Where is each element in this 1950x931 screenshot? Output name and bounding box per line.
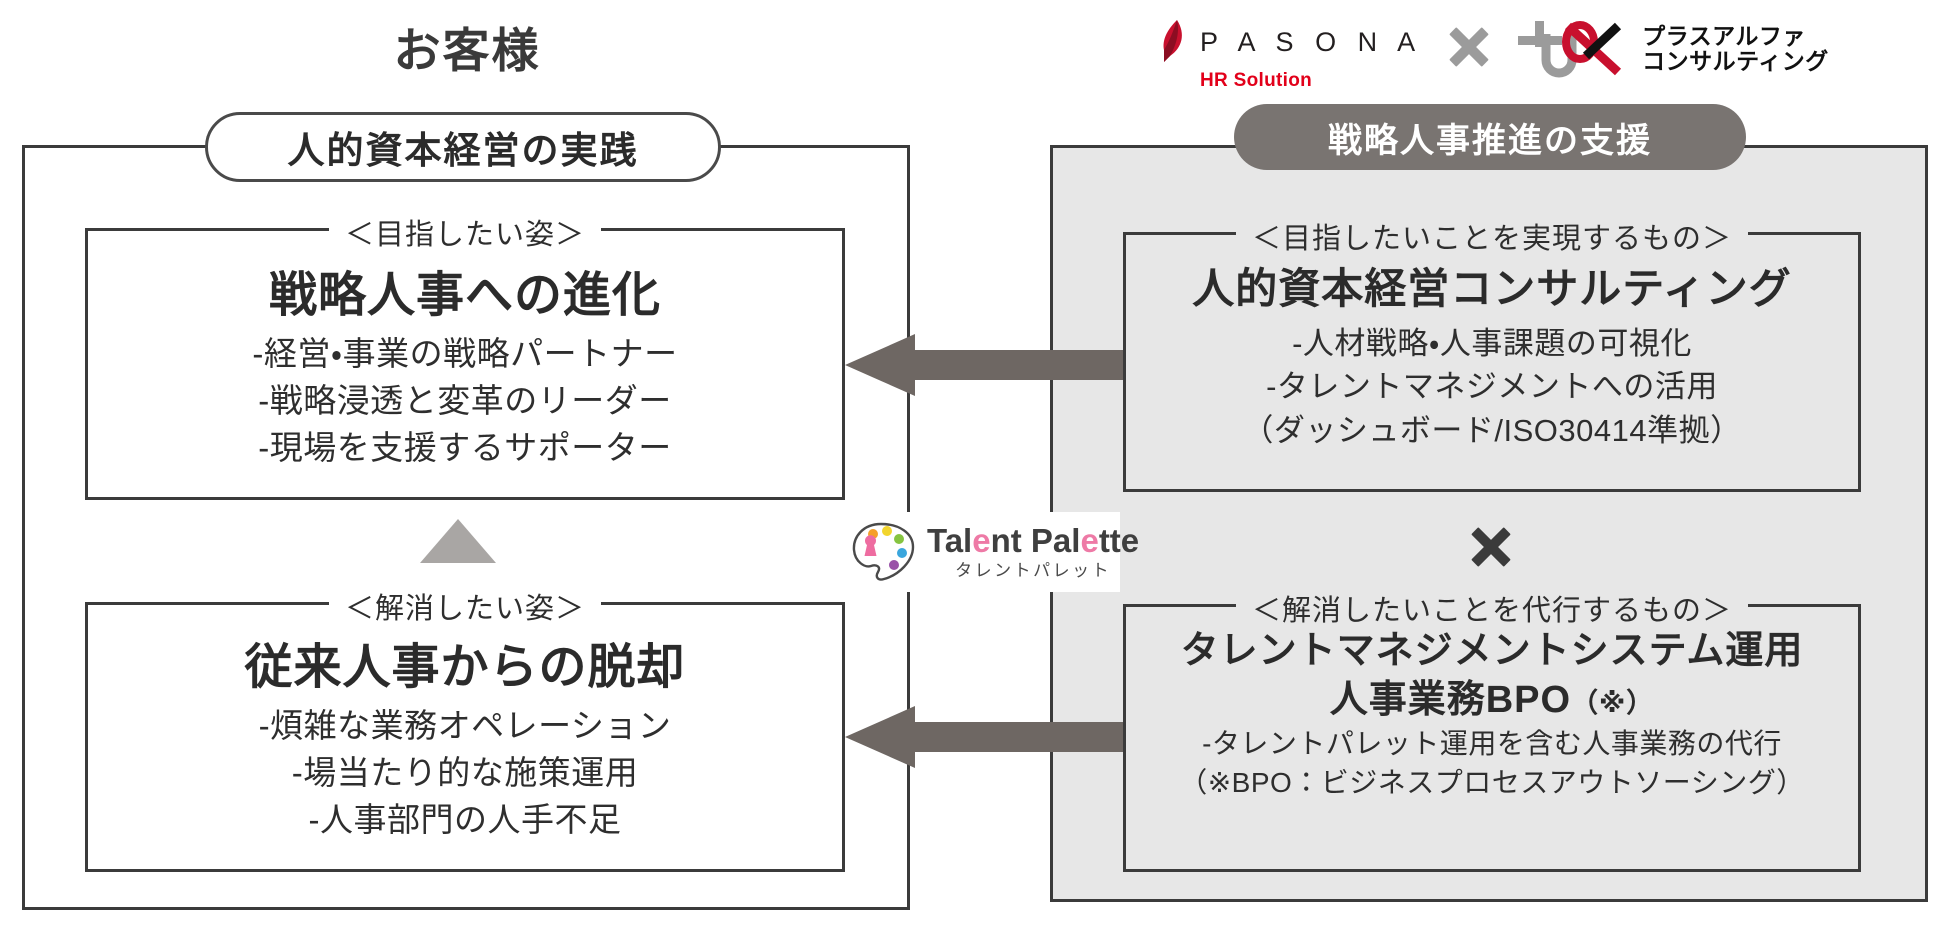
consulting-line-3: （ダッシュボード/ISO30414準拠）	[1242, 412, 1742, 448]
tp-name-part1: Tal	[927, 522, 973, 560]
palette-icon	[851, 521, 917, 583]
bpo-line-2: （※BPO：ビジネスプロセスアウトソーシング）	[1179, 767, 1805, 799]
plus-alpha-wordmark: プラスアルファ コンサルティング	[1642, 24, 1829, 74]
bpo-box: ＜解消したいことを代行するもの＞ タレントマネジメントシステム運用 人事業務BP…	[1123, 587, 1861, 872]
arrow-left-icon	[845, 706, 1123, 768]
logo-bar: P A S O N A HR Solution プラスアルファ コンサルティング	[1160, 14, 1860, 94]
tp-name-part3: tte	[1098, 522, 1140, 560]
pasona-wordmark: P A S O N A	[1200, 26, 1423, 57]
up-triangle-icon	[420, 519, 496, 563]
pain-state-body: 従来人事からの脱却 -煩雑な業務オペレーション -場当たり的な施策運用 -人事部…	[88, 627, 842, 844]
bpo-body: タレントマネジメントシステム運用 人事業務BPO（※） -タレントパレット運用を…	[1126, 627, 1858, 803]
pain-state-legend: ＜解消したい姿＞	[328, 585, 602, 627]
tp-name-accent2: e	[1080, 522, 1099, 560]
goal-state-line-3: -現場を支援するサポーター	[258, 428, 672, 466]
consulting-box: ＜目指したいことを実現するもの＞ 人的資本経営コンサルティング -人材戦略・人事…	[1123, 215, 1861, 492]
pasona-tagline: HR Solution	[1200, 70, 1313, 91]
pain-state-line-1: -煩雑な業務オペレーション	[258, 707, 672, 744]
talent-palette-logo: Talent Palette タレントパレット	[845, 512, 1139, 592]
talent-palette-name: Talent Palette	[927, 522, 1140, 560]
customer-panel-badge: 人的資本経営の実践	[205, 112, 721, 182]
bpo-line-1: -タレントパレット運用を含む人事業務の代行	[1202, 728, 1782, 760]
bpo-heading-line2-wrap: 人事業務BPO（※）	[1126, 676, 1858, 725]
plus-alpha-logo: プラスアルファ コンサルティング	[1516, 20, 1829, 78]
bpo-heading-note: （※）	[1571, 687, 1655, 718]
tp-name-accent1: e	[972, 522, 991, 560]
tp-name-part2: nt Pal	[990, 522, 1081, 560]
pain-state-line-3: -人事部門の人手不足	[308, 800, 622, 838]
pain-state-line-2: -場当たり的な施策運用	[291, 753, 639, 791]
page-title: お客様	[393, 24, 541, 77]
plus-alpha-line2: コンサルティング	[1642, 48, 1829, 74]
bpo-heading-line1: タレントマネジメントシステム運用	[1180, 630, 1804, 672]
talent-palette-wordmark: Talent Palette タレントパレット	[927, 522, 1140, 580]
goal-state-box: ＜目指したい姿＞ 戦略人事への進化 -経営・事業の戦略パートナー -戦略浸透と変…	[85, 211, 845, 500]
consulting-body: 人的資本経営コンサルティング -人材戦略・人事課題の可視化 -タレントマネジメン…	[1126, 255, 1858, 452]
consulting-line-1: -人材戦略・人事課題の可視化	[1292, 326, 1692, 361]
solution-panel-badge: 戦略人事推進の支援	[1234, 104, 1746, 170]
arrow-left-icon	[845, 334, 1123, 396]
pain-state-box: ＜解消したい姿＞ 従来人事からの脱却 -煩雑な業務オペレーション -場当たり的な…	[85, 585, 845, 872]
goal-state-body: 戦略人事への進化 -経営・事業の戦略パートナー -戦略浸透と変革のリーダー -現…	[88, 255, 842, 472]
plus-alpha-mark-icon	[1516, 20, 1634, 78]
multiply-icon	[1446, 24, 1492, 70]
bpo-legend: ＜解消したいことを代行するもの＞	[1235, 587, 1749, 629]
pasona-logo: P A S O N A HR Solution	[1160, 18, 1422, 90]
consulting-heading: 人的資本経営コンサルティング	[1192, 265, 1792, 312]
plus-alpha-line1: プラスアルファ	[1642, 23, 1806, 50]
multiply-icon	[1468, 524, 1514, 570]
goal-state-legend: ＜目指したい姿＞	[328, 211, 602, 253]
goal-state-line-1: -経営・事業の戦略パートナー	[252, 335, 678, 372]
pain-state-heading: 従来人事からの脱却	[244, 641, 686, 694]
consulting-legend: ＜目指したいことを実現するもの＞	[1235, 215, 1749, 257]
bpo-heading-line2: 人事業務BPO	[1329, 678, 1572, 721]
consulting-line-2: -タレントマネジメントへの活用	[1266, 369, 1718, 405]
pasona-flame-icon	[1160, 18, 1186, 66]
goal-state-heading: 戦略人事への進化	[268, 269, 661, 322]
goal-state-line-2: -戦略浸透と変革のリーダー	[258, 381, 672, 419]
talent-palette-kana: タレントパレット	[955, 560, 1112, 580]
pasona-logo-row: P A S O N A	[1160, 18, 1422, 66]
